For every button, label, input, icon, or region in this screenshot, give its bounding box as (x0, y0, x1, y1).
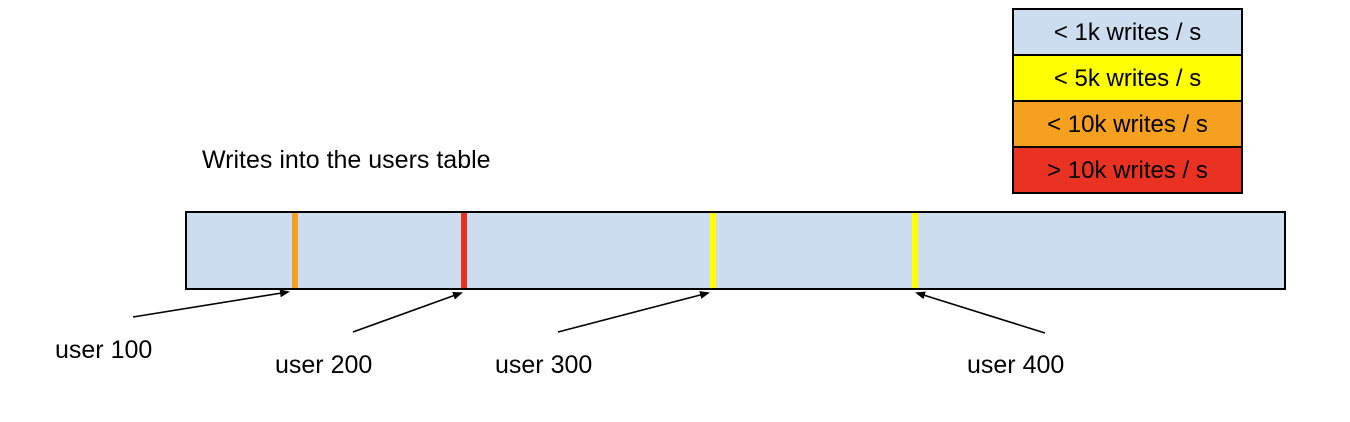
label-user-400: user 400 (967, 351, 1065, 379)
legend: < 1k writes / s < 5k writes / s < 10k wr… (1012, 8, 1243, 194)
marker-user-400 (912, 213, 918, 288)
diagram-title: Writes into the users table (202, 146, 491, 174)
users-table-bar (185, 211, 1286, 290)
legend-item-lt-1k: < 1k writes / s (1012, 8, 1243, 56)
arrow-user-400 (915, 291, 1046, 334)
legend-item-lt-10k: < 10k writes / s (1012, 100, 1243, 148)
arrow-user-100 (132, 289, 290, 318)
marker-user-300 (710, 213, 716, 288)
arrow-user-200 (352, 291, 463, 333)
marker-user-200 (461, 213, 467, 288)
label-user-300: user 300 (495, 351, 593, 379)
label-user-100: user 100 (55, 336, 153, 364)
marker-user-100 (292, 213, 298, 288)
arrow-user-300 (557, 291, 710, 333)
legend-item-gt-10k: > 10k writes / s (1012, 146, 1243, 194)
legend-item-lt-5k: < 5k writes / s (1012, 54, 1243, 102)
label-user-200: user 200 (275, 351, 373, 379)
